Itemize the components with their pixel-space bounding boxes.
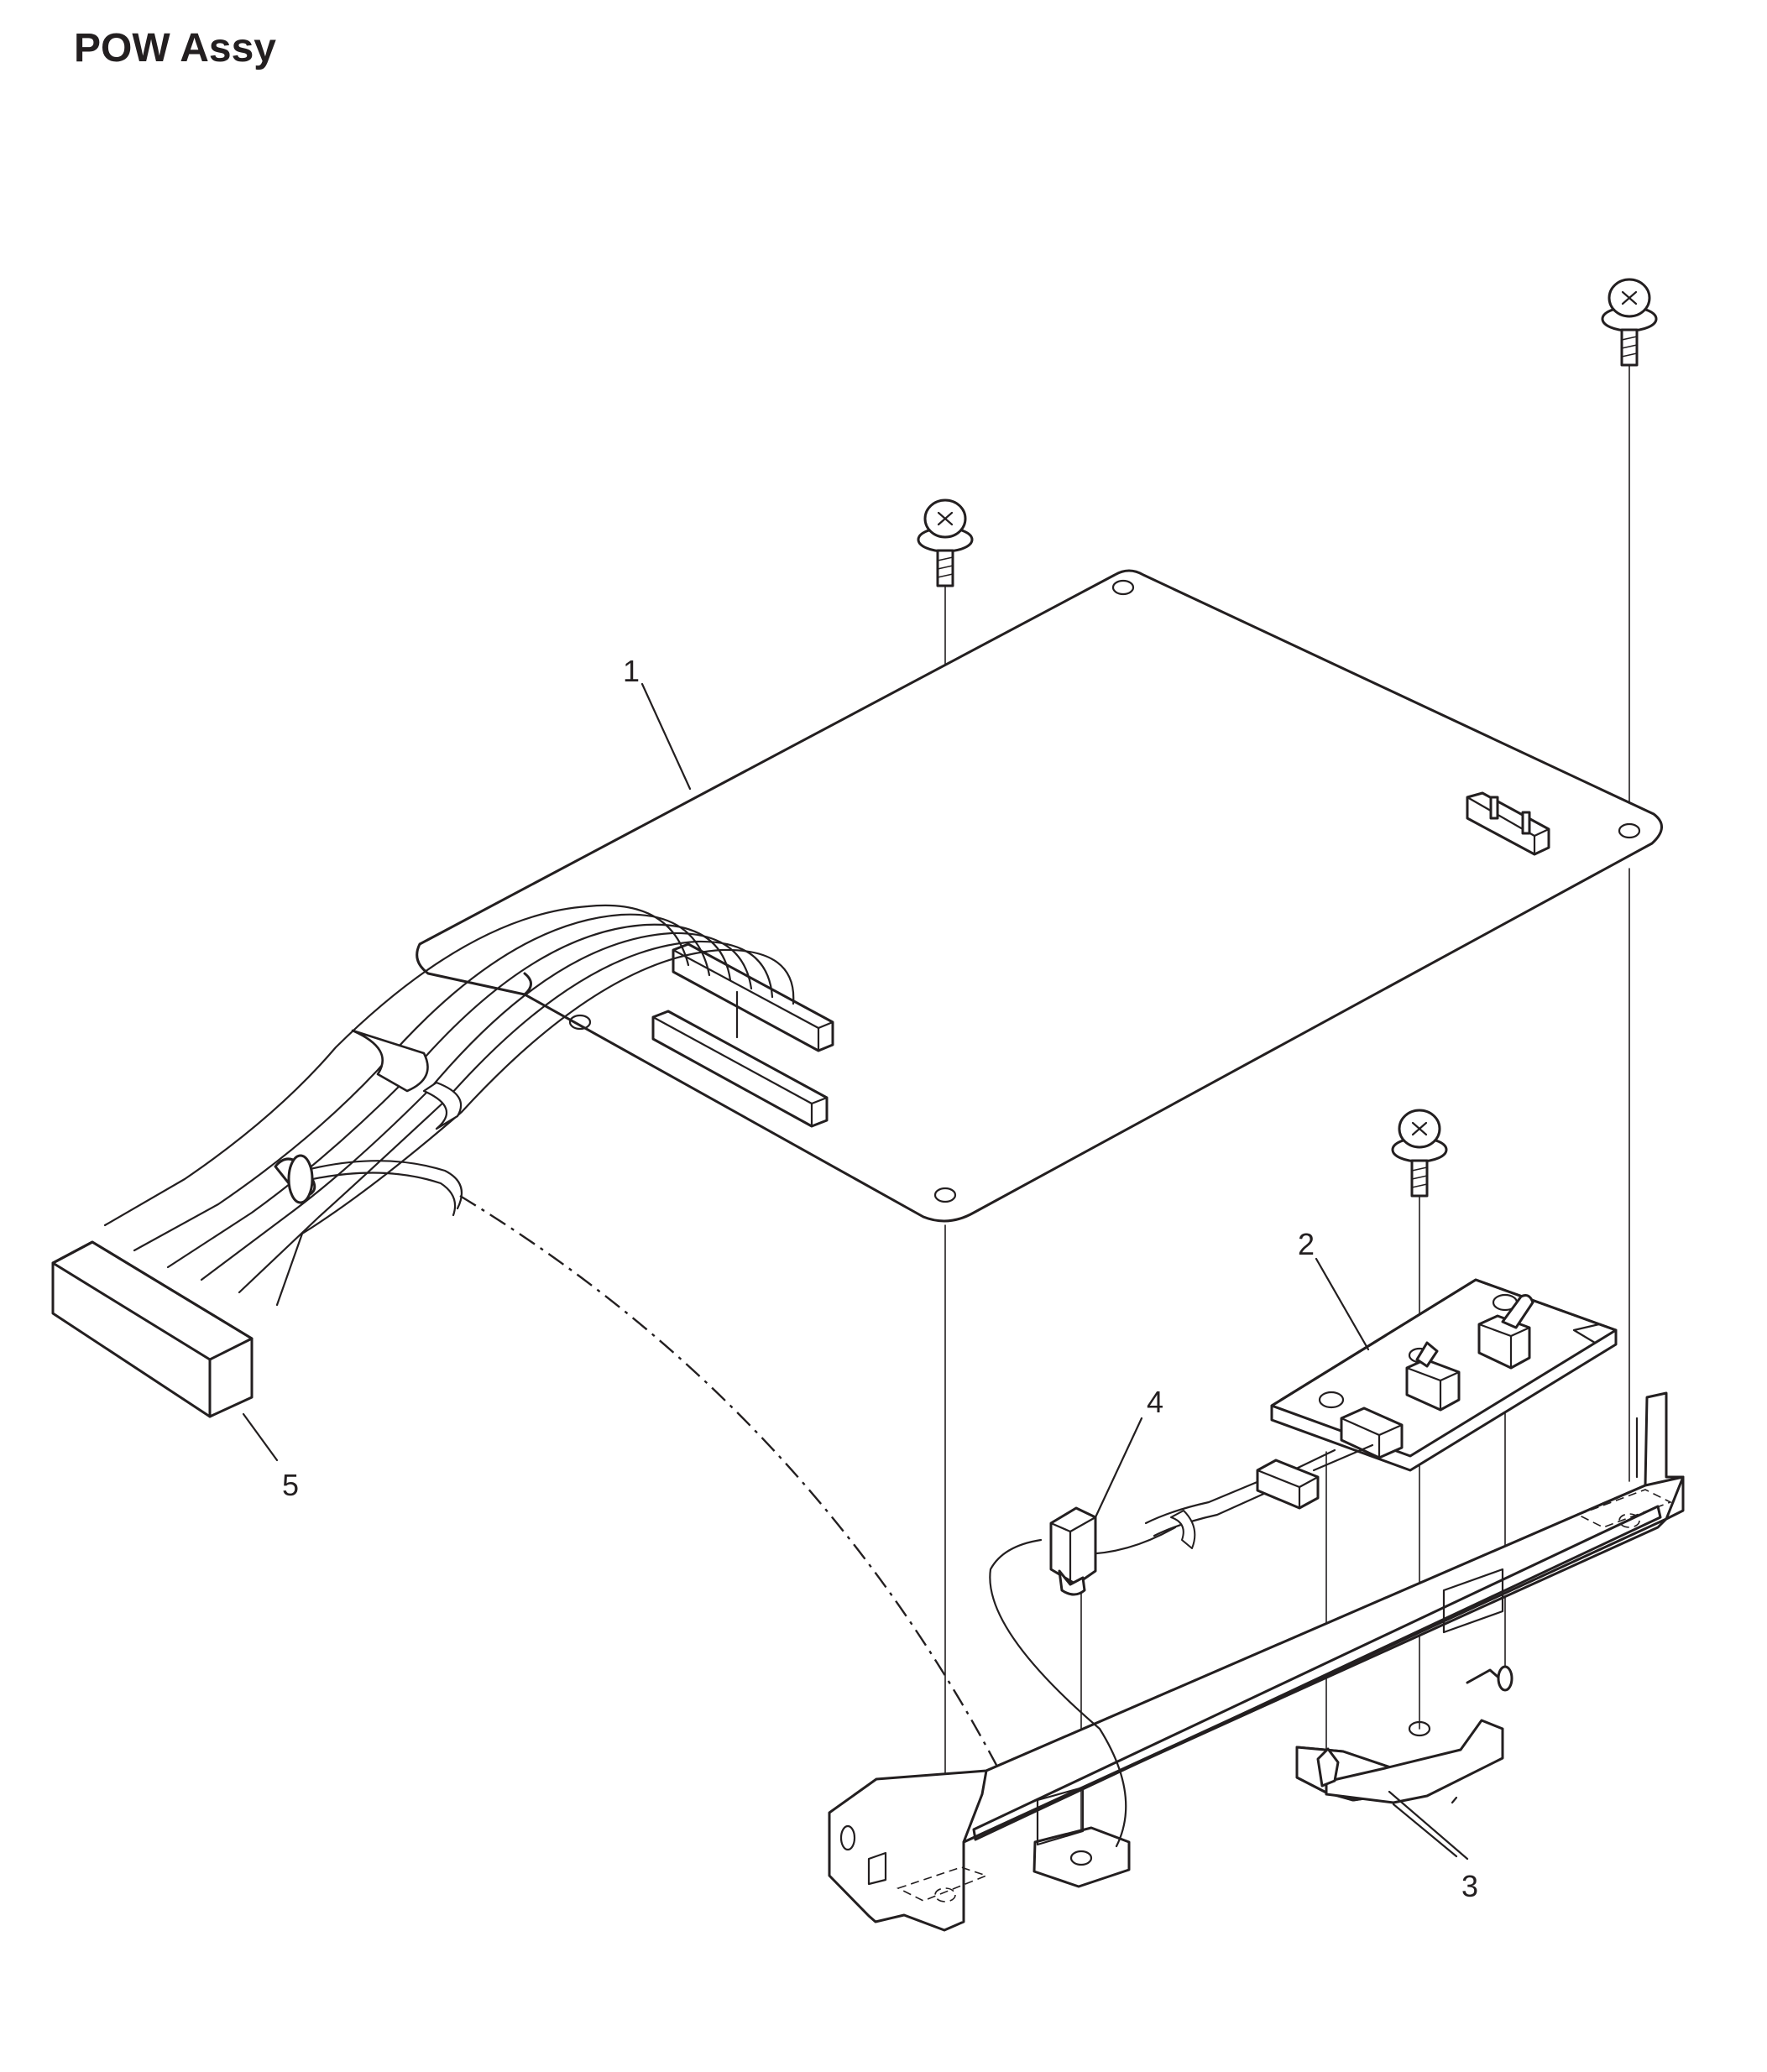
callout-3: 3 — [1461, 1869, 1478, 1903]
callout-5: 5 — [282, 1468, 299, 1502]
mounting-bracket — [828, 1391, 1685, 1932]
callout-4: 4 — [1147, 1385, 1163, 1419]
power-supply-board — [416, 569, 1663, 1223]
callout-leaders — [242, 682, 1458, 1858]
callout-1: 1 — [623, 654, 640, 688]
small-circuit-board — [1270, 1278, 1618, 1472]
screw-icon — [1391, 1109, 1448, 1198]
screw-icon — [917, 498, 974, 587]
screw-axis-lines — [944, 352, 1630, 1847]
callout-2: 2 — [1298, 1227, 1315, 1261]
page-title: POW Assy — [74, 26, 276, 70]
harness-phantom-wire — [459, 1194, 1022, 1812]
cable-clamp — [989, 1443, 1374, 1848]
screw-icon — [1601, 278, 1658, 367]
wire-harness — [51, 904, 795, 1418]
